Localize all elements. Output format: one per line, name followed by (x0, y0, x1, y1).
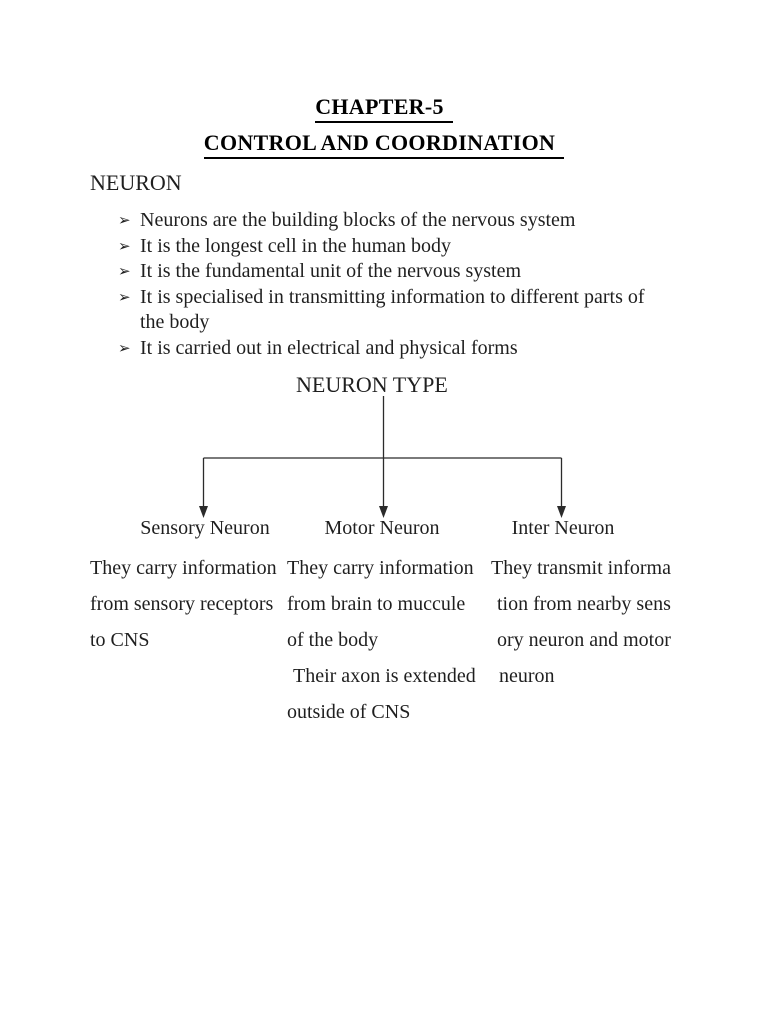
bullet-text: Neurons are the building blocks of the n… (140, 209, 576, 231)
bullet-text: It is the longest cell in the human body (140, 234, 452, 257)
bullet-text: It is specialised in transmitting inform… (140, 285, 645, 334)
inter-branch-arrow (557, 458, 566, 518)
branch-line: Their axon is extended (293, 665, 476, 687)
branch-description-sensory: They carry information from sensory rece… (90, 550, 290, 658)
branch-line: from brain to muccule (287, 593, 466, 615)
branch-heading-motor: Motor Neuron (324, 517, 440, 539)
branch-line: They carry information (287, 557, 474, 579)
neuron-bullet-list: ➢ Neurons are the building blocks of the… (118, 208, 666, 361)
branch-heading-sensory: Sensory Neuron (140, 517, 270, 539)
list-item: ➢ It is carried out in electrical and ph… (118, 336, 666, 362)
arrow-bullet-icon: ➢ (118, 287, 131, 306)
chapter-title-row: CHAPTER-5 (0, 94, 768, 123)
arrow-bullet-icon: ➢ (118, 262, 131, 280)
chapter-title: CHAPTER-5 (315, 94, 453, 123)
list-item: ➢ Neurons are the building blocks of the… (118, 208, 666, 234)
branch-line: outside of CNS (287, 701, 411, 723)
branch-line: to CNS (90, 629, 150, 651)
branch-line: They carry information (90, 557, 277, 579)
arrow-bullet-icon: ➢ (118, 236, 131, 255)
arrow-bullet-icon: ➢ (118, 338, 131, 357)
bullet-text: It is the fundamental unit of the nervou… (140, 260, 522, 282)
sensory-branch-arrow (199, 458, 208, 518)
branch-line: of the body (287, 629, 379, 651)
motor-branch-arrow (379, 458, 388, 518)
diagram-title: NEURON TYPE (296, 372, 448, 397)
branch-line: from sensory receptors (90, 593, 274, 615)
list-item: ➢ It is the fundamental unit of the nerv… (118, 259, 666, 285)
subject-title-row: CONTROL AND COORDINATION (0, 130, 768, 159)
bullet-text: It is carried out in electrical and phys… (140, 336, 518, 359)
branch-description-inter: They transmit informa tion from nearby s… (491, 550, 686, 694)
subject-title: CONTROL AND COORDINATION (203, 130, 565, 159)
branch-line: ory neuron and motor (497, 629, 671, 651)
list-item: ➢ It is specialised in transmitting info… (118, 285, 666, 336)
branch-description-motor: They carry information from brain to muc… (287, 550, 487, 730)
list-item: ➢ It is the longest cell in the human bo… (118, 234, 666, 260)
branch-line: tion from nearby sens (497, 593, 671, 615)
branch-line: neuron (499, 665, 555, 687)
arrow-bullet-icon: ➢ (118, 211, 131, 229)
branch-heading-inter: Inter Neuron (511, 517, 615, 539)
branch-line: They transmit informa (491, 557, 671, 579)
section-heading-neuron: NEURON (90, 170, 182, 195)
neuron-type-tree-connectors (199, 396, 566, 518)
